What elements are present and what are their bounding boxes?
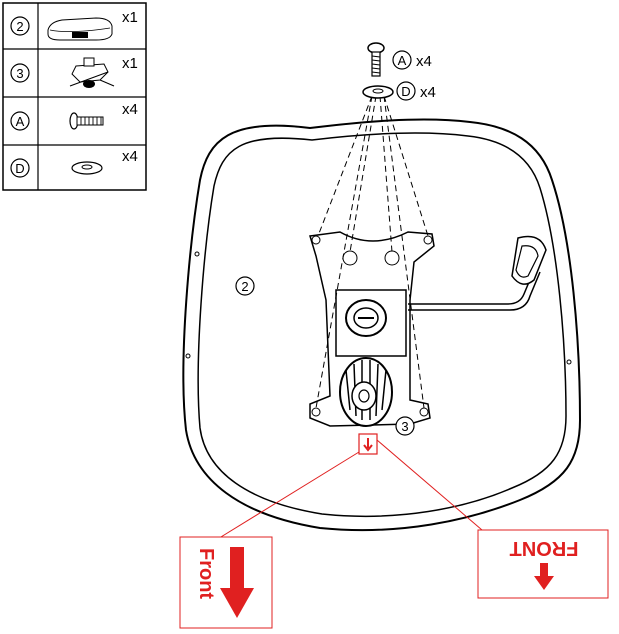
- part-qty: x4: [122, 101, 138, 118]
- washer-icon: [362, 85, 394, 99]
- seat-cushion-icon: [47, 17, 113, 41]
- height-lever: [408, 235, 547, 311]
- bolt-icon: [367, 42, 385, 77]
- part-id: D: [15, 161, 24, 176]
- parts-row: 3 x1: [10, 55, 138, 88]
- washer-callout: D x4: [396, 81, 436, 101]
- bolt-icon: [69, 112, 104, 130]
- front-text-left: Front: [195, 548, 217, 599]
- washer-icon: [71, 161, 103, 175]
- svg-text:x4: x4: [416, 53, 432, 70]
- parts-row: D x4: [10, 148, 138, 178]
- tension-knob: [339, 357, 393, 427]
- svg-text:x4: x4: [420, 84, 436, 101]
- seat-outline: [182, 118, 582, 532]
- seat-callout: 2: [235, 276, 255, 296]
- mechanism-callout: 3: [395, 416, 415, 436]
- dashed-guide-lines: [315, 95, 429, 409]
- arrow-down-icon: [220, 547, 254, 618]
- parts-row: 2 x1: [10, 9, 138, 41]
- seat-plate-mechanism-icon: [69, 57, 115, 88]
- parts-table: 2 x1 3 x1 A: [2, 2, 147, 191]
- part-qty: x1: [122, 9, 138, 26]
- front-label-left: Front: [179, 536, 273, 629]
- parts-row: A x4: [10, 101, 138, 131]
- part-qty: x4: [122, 148, 138, 165]
- bolt-callout: A x4: [392, 50, 432, 70]
- front-text-right: FRONT: [510, 537, 579, 559]
- svg-text:3: 3: [401, 419, 408, 434]
- part-qty: x1: [122, 55, 138, 72]
- front-label-right: FRONT: [477, 529, 609, 599]
- part-id: 3: [16, 66, 23, 81]
- leader-lines: [215, 439, 483, 541]
- part-id: 2: [16, 19, 23, 34]
- front-sticker: [358, 433, 378, 455]
- svg-text:D: D: [401, 84, 410, 99]
- svg-text:A: A: [398, 53, 407, 68]
- part-id: A: [16, 114, 25, 129]
- arrow-down-icon: [534, 563, 554, 590]
- svg-text:2: 2: [241, 279, 248, 294]
- mechanism: [309, 231, 547, 427]
